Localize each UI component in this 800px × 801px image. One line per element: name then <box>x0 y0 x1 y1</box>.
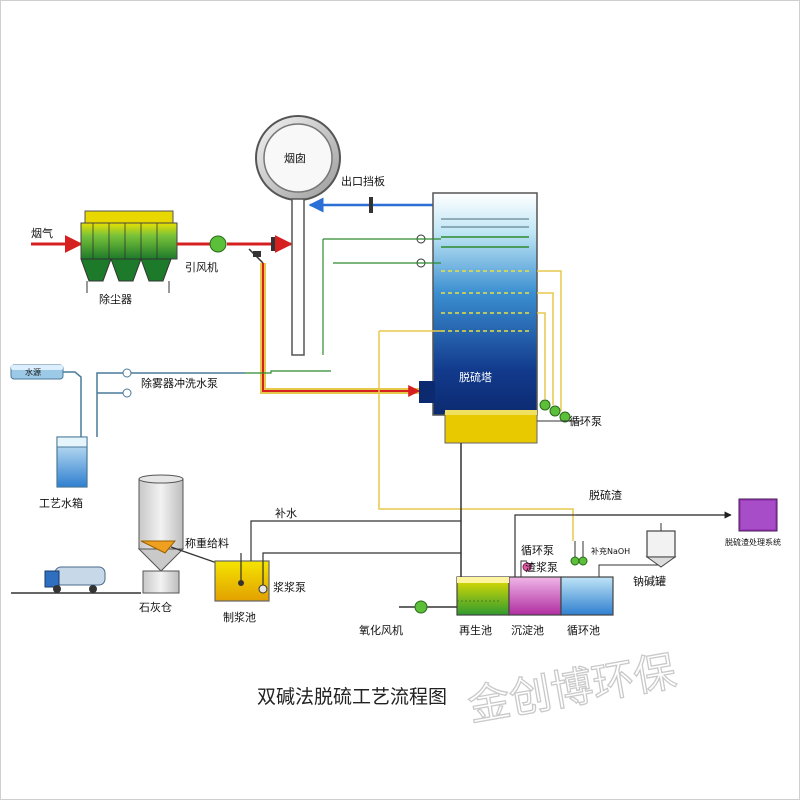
clean-gas-line: 出口挡板 <box>308 174 433 213</box>
svg-text:循环池: 循环池 <box>567 624 600 637</box>
svg-text:脱硫渣: 脱硫渣 <box>589 488 622 502</box>
svg-text:渣浆泵: 渣浆泵 <box>525 560 558 574</box>
lime-truck <box>44 566 106 593</box>
svg-text:称重给料: 称重给料 <box>185 536 229 550</box>
watermark: 金创博环保 <box>464 646 679 731</box>
gas-to-tower <box>260 263 421 397</box>
weigh-feeder: 称重给料 <box>170 536 229 564</box>
svg-text:补水: 补水 <box>275 507 297 520</box>
svg-text:石灰仓: 石灰仓 <box>139 600 172 614</box>
oxidation-fan: 氧化风机 <box>359 600 457 637</box>
flue-gas-inlet: 烟气 <box>31 226 83 253</box>
svg-text:工艺水箱: 工艺水箱 <box>39 496 83 510</box>
svg-text:再生池: 再生池 <box>459 623 492 637</box>
svg-text:钠碱罐: 钠碱罐 <box>633 574 666 588</box>
dust-collector: 除尘器 <box>80 210 178 306</box>
slurry-return-line <box>378 330 574 541</box>
lime-silo: 石灰仓 <box>137 474 185 614</box>
svg-text:引风机: 引风机 <box>185 260 218 274</box>
sludge-treatment-system: 脱硫渣处理系统 <box>725 498 781 547</box>
svg-text:除雾器冲洗水泵: 除雾器冲洗水泵 <box>141 376 218 390</box>
svg-text:烟囱: 烟囱 <box>284 151 306 165</box>
svg-text:氧化风机: 氧化风机 <box>359 623 403 637</box>
diagram-title: 双碱法脱硫工艺流程图 <box>257 686 447 708</box>
tower-circulation-pumps: 循环泵 <box>537 270 602 428</box>
tank-pumps: 循环泵 渣浆泵 补充NaOH <box>514 514 662 577</box>
slurry-prep-tank: 制浆池 <box>214 553 270 624</box>
svg-text:补充NaOH: 补充NaOH <box>591 546 630 556</box>
demister-wash-pumps: 除雾器冲洗水泵 <box>96 368 331 437</box>
demister-valves <box>322 234 441 355</box>
svg-text:烟气: 烟气 <box>31 226 53 240</box>
svg-text:循环泵: 循环泵 <box>569 415 602 428</box>
svg-text:出口挡板: 出口挡板 <box>341 174 385 188</box>
water-source: 水源 <box>10 364 82 437</box>
chimney: 烟囱 <box>255 115 341 356</box>
svg-text:除尘器: 除尘器 <box>99 292 132 306</box>
slurry-pump: 浆浆泵 <box>258 552 461 594</box>
svg-text:循环泵: 循环泵 <box>521 544 554 557</box>
sludge-line: 脱硫渣 <box>576 488 732 519</box>
soda-tank: 钠碱罐 <box>633 523 677 588</box>
svg-text:制浆池: 制浆池 <box>223 610 256 624</box>
damper-valves <box>248 237 275 264</box>
process-water-tank: 工艺水箱 <box>39 436 88 510</box>
induced-fan: 引风机 <box>185 235 227 274</box>
svg-text:浆浆泵: 浆浆泵 <box>273 580 306 594</box>
svg-text:水源: 水源 <box>25 367 41 377</box>
svg-text:脱硫塔: 脱硫塔 <box>459 370 492 384</box>
svg-text:脱硫渣处理系统: 脱硫渣处理系统 <box>725 537 781 547</box>
svg-text:沉淀池: 沉淀池 <box>511 623 544 637</box>
makeup-water-line: 补水 <box>250 507 461 561</box>
tank-group: 再生池 沉淀池 循环池 <box>456 491 614 637</box>
desulfurization-tower: 脱硫塔 <box>419 192 538 491</box>
